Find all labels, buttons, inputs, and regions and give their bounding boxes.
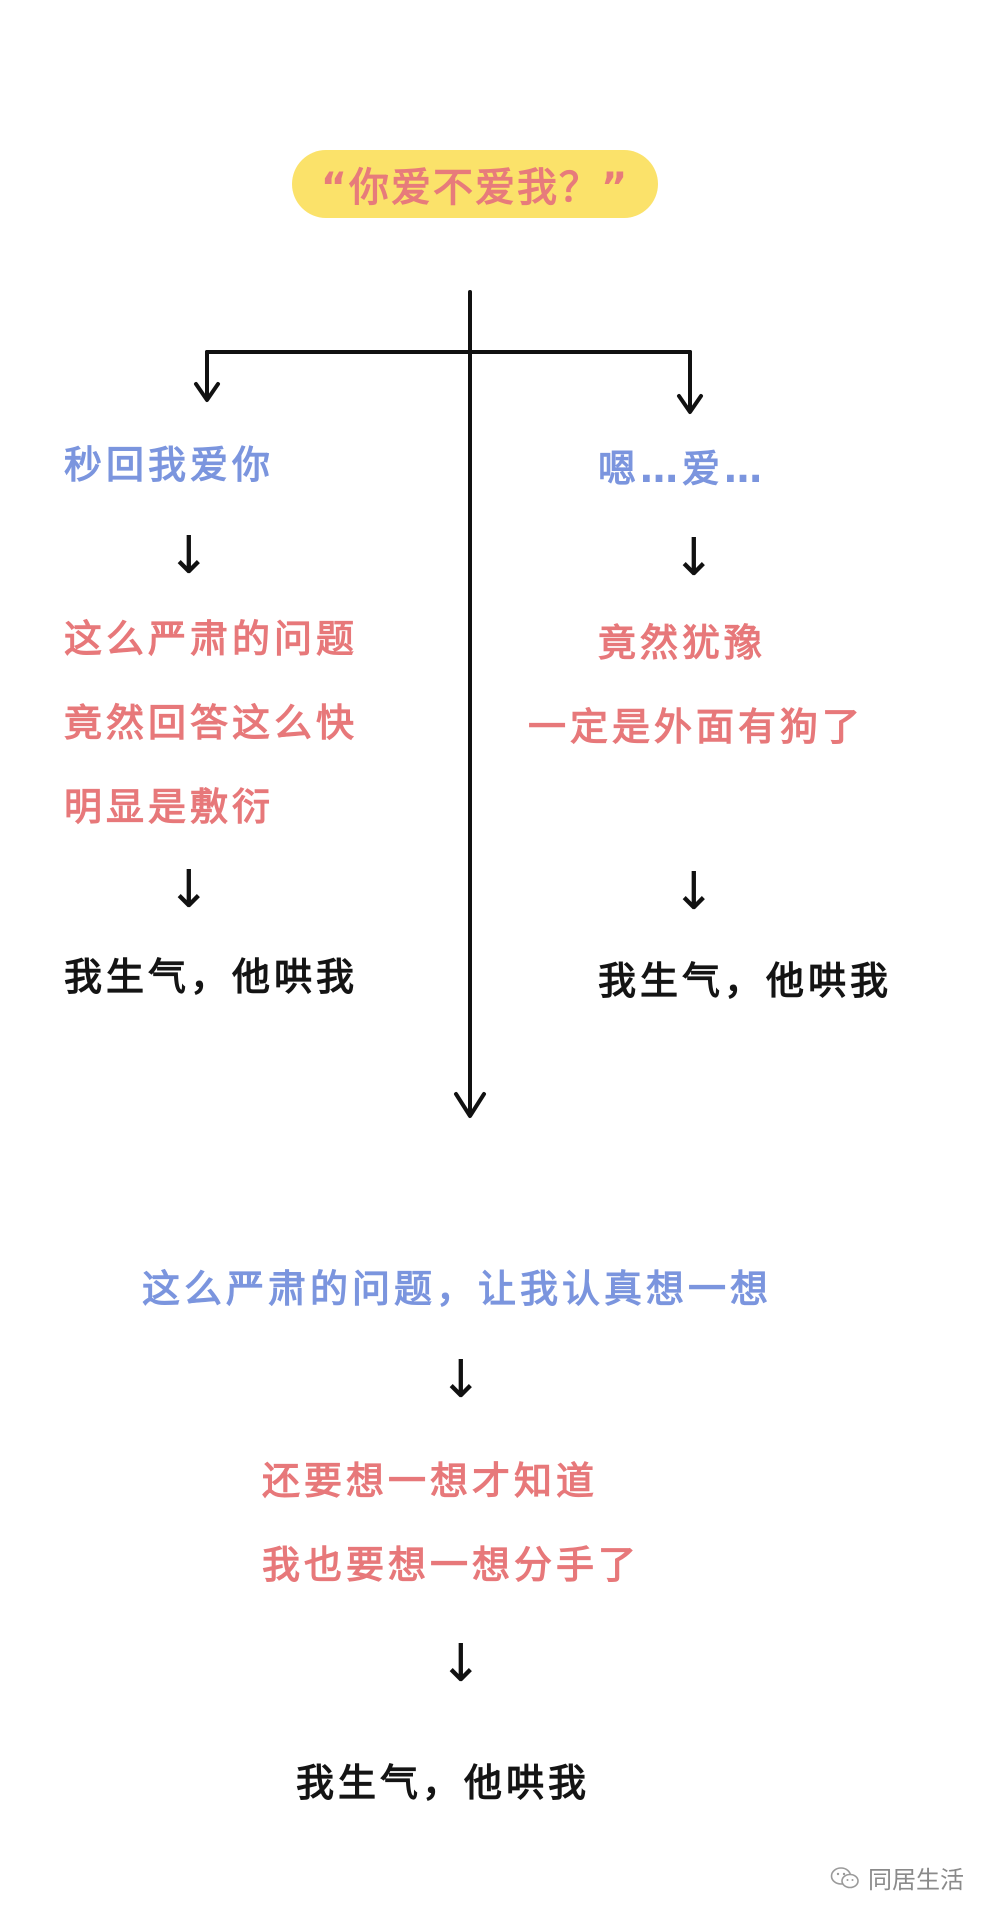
- center-arrow-2: ↓: [439, 1634, 483, 1694]
- left-arrow-1: ↓: [167, 526, 211, 586]
- wechat-icon: [830, 1866, 859, 1888]
- center-arrow-1: ↓: [439, 1350, 483, 1410]
- left-arrow-2: ↓: [167, 860, 211, 920]
- title-pill: “你爱不爱我？”: [292, 150, 658, 218]
- right-arrow-2: ↓: [672, 862, 716, 922]
- center-result: 我生气，他哄我: [296, 1761, 591, 1805]
- left-result: 我生气，他哄我: [64, 955, 359, 999]
- center-reason-2: 我也要想一想分手了: [262, 1543, 641, 1587]
- right-answer: 嗯…爱…: [598, 447, 767, 491]
- center-reason-1: 还要想一想才知道: [262, 1459, 599, 1503]
- watermark: 同居生活: [830, 1860, 964, 1895]
- watermark-text: 同居生活: [868, 1866, 964, 1894]
- right-result: 我生气，他哄我: [598, 959, 893, 1003]
- right-reason-2: 一定是外面有狗了: [528, 705, 865, 749]
- title-question: “你爱不爱我？”: [320, 165, 630, 211]
- center-arrowhead: [454, 1092, 486, 1118]
- right-arrow-1: ↓: [672, 528, 716, 588]
- left-reason-2: 竟然回答这么快: [64, 701, 359, 745]
- left-answer: 秒回我爱你: [64, 443, 275, 487]
- left-drop-arrowhead: [194, 382, 220, 402]
- center-answer: 这么严肃的问题，让我认真想一想: [142, 1267, 773, 1311]
- left-reason-1: 这么严肃的问题: [64, 617, 359, 661]
- right-drop-arrowhead: [677, 394, 703, 414]
- left-reason-3: 明显是敷衍: [64, 785, 275, 829]
- right-reason-1: 竟然犹豫: [598, 621, 767, 665]
